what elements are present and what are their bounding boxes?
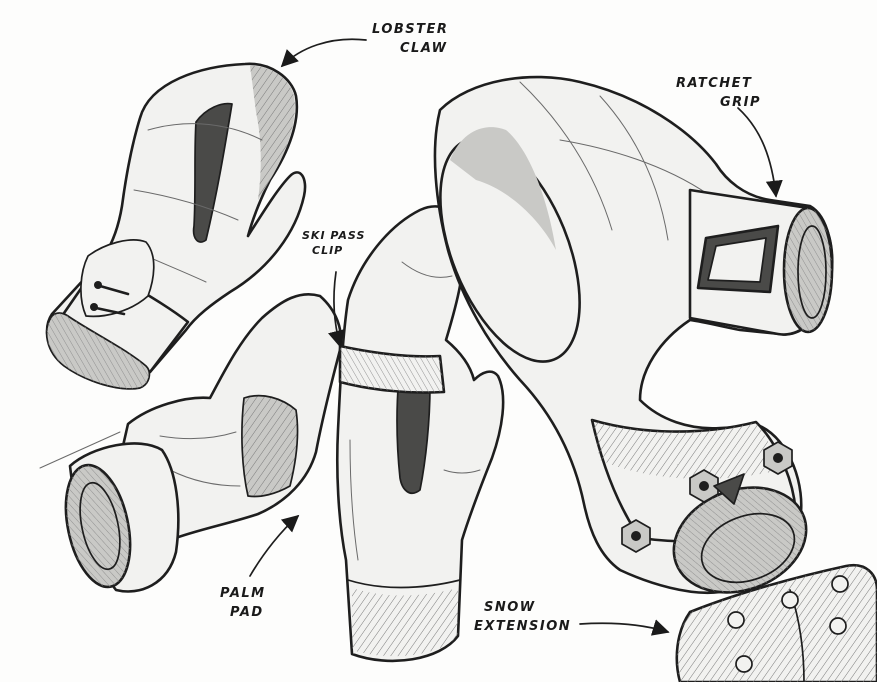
ratchet-grip-arrow — [737, 107, 783, 198]
ski-pass-clip-label-line2: CLIP — [312, 244, 344, 257]
ratchet-grip-label-line2: GRIP — [720, 95, 762, 110]
rivet-icon — [727, 575, 849, 673]
lobster-claw-label-line2: CLAW — [400, 41, 448, 56]
hex-bolt-icon — [621, 441, 793, 553]
palm-pad-glove — [39, 292, 343, 593]
leader-arrows — [249, 38, 783, 636]
lobster-claw-label: LOBSTER CLAW — [372, 20, 448, 58]
ski-pass-clip-arrow — [328, 271, 345, 348]
snow-extension-arrow — [579, 619, 670, 636]
toggle-button-icon — [90, 281, 130, 316]
ratchet-grip-glove — [433, 75, 834, 595]
snow-extension-label: SNOW EXTENSION — [474, 598, 571, 636]
palm-pad-label: PALM PAD — [220, 584, 266, 622]
lobster-claw-label-line1: LOBSTER — [372, 22, 449, 37]
palm-pad-arrow — [249, 514, 300, 577]
lobster-claw-mitten — [45, 62, 307, 390]
ratchet-grip-label: RATCHET GRIP — [676, 74, 761, 112]
ski-pass-clip-label: SKI PASS CLIP — [302, 228, 365, 258]
ski-pass-clip-label-line1: SKI PASS — [302, 229, 366, 242]
ski-pass-clip-glove — [335, 205, 505, 663]
ratchet-grip-label-line1: RATCHET — [676, 76, 753, 91]
snow-extension — [675, 563, 877, 682]
palm-pad-label-line2: PAD — [230, 605, 264, 620]
palm-pad-label-line1: PALM — [220, 586, 266, 601]
snow-extension-label-line2: EXTENSION — [474, 619, 572, 634]
snow-extension-label-line1: SNOW — [484, 600, 536, 615]
lobster-claw-arrow — [280, 38, 367, 68]
